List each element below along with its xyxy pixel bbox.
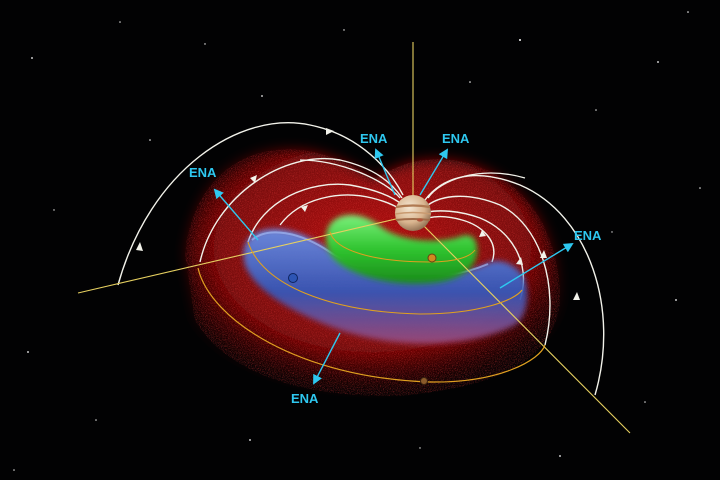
- jupiter-icon: [394, 195, 432, 231]
- star-icon: [611, 231, 613, 233]
- arrow-icon: [250, 175, 257, 183]
- radial-axis-line: [412, 214, 631, 434]
- ena-label-left: ENA: [189, 165, 217, 180]
- field-line: [427, 172, 526, 199]
- star-icon: [119, 21, 121, 23]
- ena-arrows: [213, 148, 574, 385]
- star-icon: [699, 187, 701, 189]
- star-icon: [27, 351, 29, 353]
- inner-io-torus: [326, 214, 478, 284]
- arrow-icon: [573, 292, 580, 300]
- star-icon: [13, 469, 15, 471]
- moon-dot-icon: [288, 273, 298, 283]
- ena-label-right: ENA: [574, 228, 602, 243]
- ena-arrow: [213, 188, 259, 241]
- ena-label-top-left: ENA: [360, 131, 388, 146]
- ena-label-bottom: ENA: [291, 391, 319, 406]
- inner-orbit-line: [329, 231, 476, 263]
- star-icon: [644, 401, 646, 403]
- star-icon: [419, 447, 421, 449]
- ena-label-top-right: ENA: [442, 131, 470, 146]
- star-icon: [204, 43, 206, 45]
- moons: [288, 253, 437, 385]
- star-icon: [95, 419, 97, 421]
- arrow-icon: [516, 257, 523, 265]
- star-icon: [595, 109, 597, 111]
- ena-arrow: [313, 332, 341, 385]
- star-icon: [519, 39, 521, 41]
- star-icon: [469, 81, 471, 83]
- arrow-icon: [540, 250, 547, 258]
- field-line: [427, 215, 495, 263]
- field-line: [427, 195, 551, 346]
- ena-arrow: [499, 242, 574, 289]
- field-line-arrows: [136, 128, 580, 300]
- equator-axis-line: [77, 214, 414, 294]
- outer-orbit-line: [197, 267, 546, 383]
- middle-orbit-line: [247, 241, 523, 315]
- arrow-icon: [136, 242, 143, 251]
- field-line: [199, 158, 403, 263]
- star-icon: [675, 299, 677, 301]
- star-field: [13, 11, 701, 471]
- reference-lines: [77, 42, 631, 434]
- moon-dot-icon: [420, 377, 428, 385]
- field-line: [427, 210, 525, 301]
- star-icon: [249, 439, 251, 441]
- star-icon: [687, 11, 689, 13]
- star-icon: [53, 209, 55, 211]
- field-line: [247, 183, 405, 243]
- ena-arrow: [419, 148, 449, 196]
- star-icon: [559, 455, 561, 457]
- star-icon: [149, 139, 151, 141]
- field-line: [117, 122, 404, 286]
- star-icon: [343, 29, 345, 31]
- star-icon: [261, 95, 263, 97]
- star-icon: [657, 61, 659, 63]
- moon-dot-icon: [427, 253, 437, 263]
- star-icon: [31, 57, 33, 59]
- arrow-icon: [301, 205, 308, 212]
- arrow-icon: [479, 230, 486, 237]
- arrow-icon: [326, 128, 334, 135]
- ena-arrow: [374, 148, 396, 196]
